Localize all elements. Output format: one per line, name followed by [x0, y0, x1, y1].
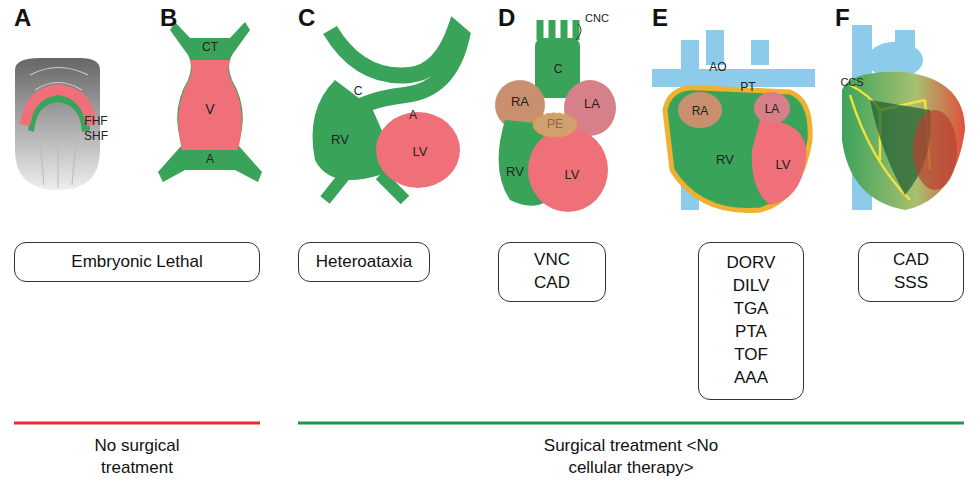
panel-letter: C [298, 5, 315, 31]
disease-name: CAD [893, 249, 929, 272]
disease-box: CADSSS [858, 242, 964, 302]
part-label: RA [511, 95, 529, 109]
part-label: LA [765, 103, 780, 116]
disease-box: Embryonic Lethal [14, 242, 260, 282]
part-label: CT [202, 41, 218, 54]
panel-letter: D [498, 5, 515, 31]
disease-box: Heteroataxia [298, 242, 430, 282]
part-label: CCS [840, 76, 863, 88]
part-label: RV [506, 165, 524, 179]
part-label: V [205, 102, 214, 117]
part-label: LA [584, 97, 600, 111]
disease-name: VNC [534, 249, 570, 272]
disease-name: TOF [734, 344, 768, 367]
panel-letter: F [835, 5, 850, 31]
part-label: CNC [585, 12, 609, 24]
part-label: AO [709, 61, 726, 74]
part-label: RA [692, 105, 709, 118]
disease-box: DORVDILVTGAPTATOFAAA [698, 242, 804, 400]
treatment-note: No surgical treatment [72, 435, 202, 479]
part-label: RV [331, 133, 349, 147]
part-label: FHF [84, 115, 107, 128]
part-label: LV [776, 158, 791, 172]
disease-name: SSS [894, 272, 928, 295]
part-label: A [206, 153, 214, 166]
disease-name: DILV [733, 275, 770, 298]
green-bar [298, 422, 964, 425]
disease-name: AAA [734, 367, 768, 390]
part-label: LV [565, 168, 580, 182]
panel-letter: A [14, 5, 31, 31]
red-bar [14, 422, 260, 425]
treatment-note: Surgical treatment <No cellular therapy> [521, 435, 741, 479]
part-label: PE [547, 118, 563, 131]
disease-box: VNCCAD [498, 242, 606, 302]
part-label: C [554, 63, 563, 76]
disease-name: CAD [534, 272, 570, 295]
panel-letter: B [160, 5, 177, 31]
disease-name: TGA [734, 298, 769, 321]
part-label: A [409, 109, 417, 122]
disease-name: PTA [735, 321, 767, 344]
part-label: SHF [84, 130, 108, 143]
panel-letter: E [652, 5, 668, 31]
part-label: C [354, 85, 363, 98]
disease-name: DORV [727, 252, 776, 275]
part-label: LV [413, 145, 428, 159]
disease-name: Embryonic Lethal [71, 251, 202, 274]
part-label: PT [740, 81, 755, 94]
disease-name: Heteroataxia [316, 251, 412, 274]
part-label: RV [716, 153, 734, 167]
